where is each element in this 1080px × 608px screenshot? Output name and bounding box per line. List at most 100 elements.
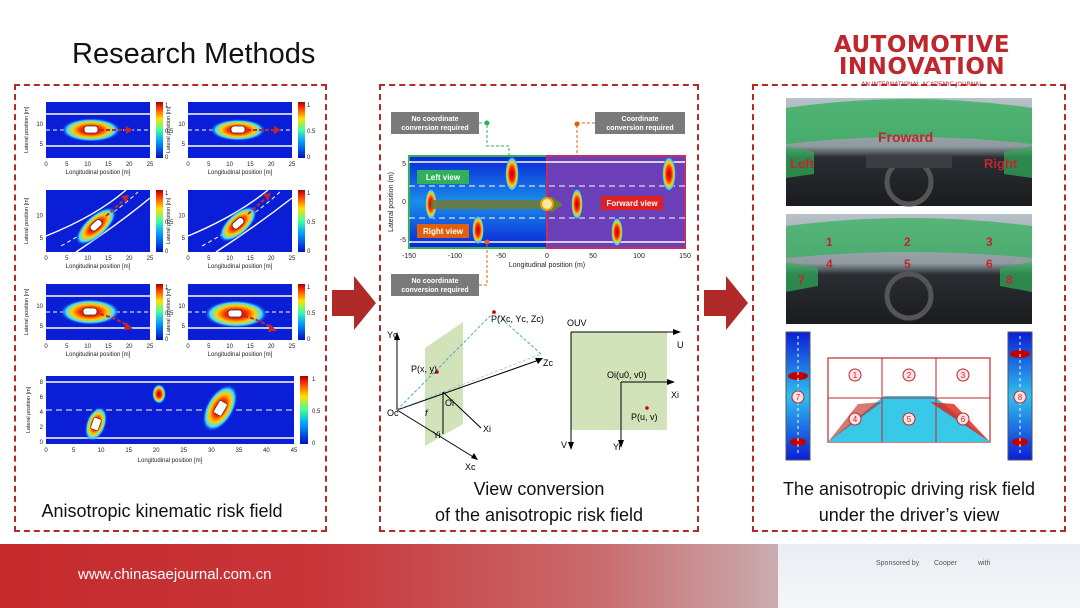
cb1b-label: conversion required	[401, 125, 468, 132]
grid-number-label: 7	[796, 393, 801, 402]
footer-url[interactable]: www.chinasaejournal.com.cn	[78, 566, 272, 583]
x-tick-label: 25	[289, 344, 296, 350]
cb2a-label: Coordinate	[622, 116, 659, 123]
page-title: Research Methods	[72, 38, 316, 70]
big-x-tick-label: 0	[44, 448, 48, 454]
x-tick-label: 20	[268, 344, 275, 350]
x-tick-label: 20	[126, 162, 133, 168]
g-Zc-label: Zc	[543, 358, 553, 368]
cb3a-label: No coordinate	[411, 278, 458, 285]
t-forward-label: Froward	[878, 129, 933, 145]
g-Yi2-label: Yi	[613, 442, 621, 452]
panel2-caption-line1: View conversion	[473, 479, 605, 499]
colorbar-tick-label: 0	[165, 155, 169, 161]
colorbar-tick-label: 0	[307, 249, 311, 255]
x-tick-label: 5	[207, 256, 211, 262]
colorbar-tick-label: 1	[165, 285, 169, 291]
big-x-tick-label: 25	[180, 448, 187, 454]
colorbar-tick-label: 0	[307, 155, 311, 161]
colorbar-tick-label: 0.5	[307, 129, 316, 135]
plot-5	[46, 284, 150, 340]
panel3-caption-line2: under the driver’s view	[818, 505, 1000, 525]
y-tick-label: 10	[36, 122, 43, 128]
field-x-tick-label: -150	[402, 253, 416, 260]
field-y-axis-label: Lateral position (m)	[388, 172, 395, 232]
x-axis-label: Longitudinal position [m]	[66, 170, 131, 176]
x-tick-label: 5	[65, 256, 69, 262]
g-U-label: U	[677, 340, 684, 350]
colorbar-tick-label: 0	[165, 337, 169, 343]
y-tick-label: 5	[182, 324, 186, 330]
grid-number-circle	[902, 368, 916, 382]
view-sector-number: 8	[1006, 273, 1013, 287]
view-sector-number: 3	[986, 235, 993, 249]
grid-number-label: 6	[961, 415, 966, 424]
x-tick-label: 0	[44, 256, 48, 262]
y-tick-label: 10	[178, 304, 185, 310]
view-sector-number: 7	[798, 273, 805, 287]
colorbar-tick-label: 1	[307, 285, 311, 291]
logo-line-2: INNOVATION	[838, 54, 1006, 80]
x-tick-label: 25	[147, 256, 154, 262]
x-axis-label: Longitudinal position [m]	[208, 352, 273, 358]
g-V-label: V	[561, 440, 567, 450]
x-tick-label: 5	[65, 344, 69, 350]
sponsor-box: Sponsored by Cooper with	[778, 544, 1080, 608]
x-tick-label: 10	[226, 162, 233, 168]
y-axis-label: Lateral position [m]	[24, 106, 30, 153]
view-sector-number: 1	[826, 235, 833, 249]
colorbar-tick-label: 1	[165, 103, 169, 109]
grid-number-label: 2	[907, 371, 912, 380]
lbl-forward-label: Forward view	[606, 199, 658, 208]
y-tick-label: 10	[36, 304, 43, 310]
big-x-tick-label: 40	[263, 448, 270, 454]
flow-arrow-2	[704, 276, 748, 330]
x-tick-label: 15	[247, 162, 254, 168]
y-tick-label: 5	[40, 142, 44, 148]
g-Oi-label: Oi	[445, 398, 454, 408]
panel2-caption: View conversion of the anisotropic risk …	[381, 476, 697, 528]
journal-logo: AUTOMOTIVE INNOVATION AN INTERNATIONAL A…	[832, 32, 1012, 89]
panel3-caption-line1: The anisotropic driving risk field	[782, 479, 1036, 499]
g-Yi-label: Yi	[433, 430, 441, 440]
y-tick-label: 10	[178, 214, 185, 220]
grid-number-label: 1	[853, 371, 858, 380]
g-Oiuv-label: Oi(u0, v0)	[607, 370, 647, 380]
grid-number-label: 3	[961, 371, 966, 380]
x-tick-label: 20	[268, 162, 275, 168]
field-x-tick-label: 50	[589, 253, 597, 260]
view-conversion-diagram: No coordinate conversion required Coordi…	[387, 112, 691, 472]
logo-line-1: AUTOMOTIVE	[833, 32, 1011, 58]
view-sector-number: 4	[826, 257, 833, 271]
x-tick-label: 0	[44, 162, 48, 168]
grid-number-circle	[848, 368, 862, 382]
x-tick-label: 5	[207, 162, 211, 168]
grid-number-label: 5	[907, 415, 912, 424]
field-y-tick-label: 5	[402, 161, 406, 168]
y-axis-label: Lateral position [m]	[24, 197, 30, 244]
plot-2	[188, 102, 292, 158]
x-tick-label: 5	[65, 162, 69, 168]
colorbar-tick-label: 0.5	[165, 220, 174, 226]
big-y-tick-label: 8	[40, 380, 44, 386]
big-x-axis-label: Longitudinal position [m]	[138, 458, 203, 464]
big-colorbar-tick-label: 1	[312, 377, 316, 383]
big-x-tick-label: 10	[98, 448, 105, 454]
sponsor-with-text: with	[978, 560, 991, 567]
field-y-tick-label: 0	[402, 199, 406, 206]
small-colorbars	[156, 102, 305, 340]
view-sector-number: 6	[986, 257, 993, 271]
colorbar-tick-label: 0	[165, 249, 169, 255]
colorbar-tick-label: 1	[165, 191, 169, 197]
big-y-axis-label: Lateral position [m]	[26, 386, 32, 433]
field-x-tick-label: 100	[633, 253, 645, 260]
x-tick-label: 20	[126, 344, 133, 350]
callout-no-coord-bottom: No coordinate conversion required	[391, 238, 490, 296]
